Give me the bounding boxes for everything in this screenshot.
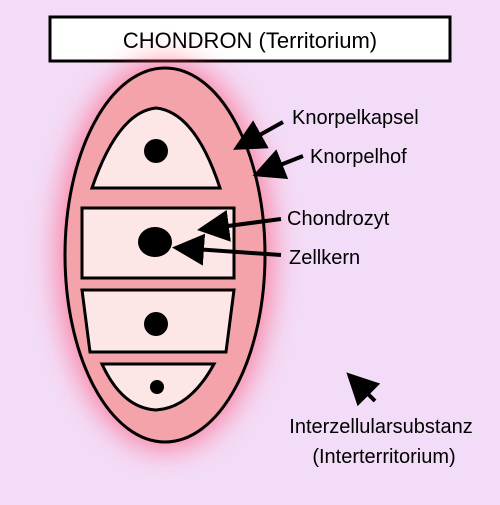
diagram-title: CHONDRON (Territorium) xyxy=(123,28,377,53)
arrow-halo xyxy=(252,149,304,180)
nucleus-2 xyxy=(138,227,172,257)
arrow-nucleus xyxy=(172,233,282,266)
nucleus-4 xyxy=(150,380,164,394)
label-halo: Knorpelhof xyxy=(310,146,407,168)
label-chondrocyte: Chondrozyt xyxy=(287,208,390,230)
nucleus-3 xyxy=(144,312,168,336)
title-box xyxy=(48,15,452,63)
arrow-capsule xyxy=(233,120,284,150)
arrow-chondrocyte xyxy=(197,210,282,242)
nucleus-1 xyxy=(144,139,168,163)
arrow-matrix xyxy=(346,372,381,407)
label-nucleus: Zellkern xyxy=(289,247,360,269)
label-matrix-line2: (Interterritorium) xyxy=(312,446,455,468)
label-matrix-line1: Interzellularsubstanz xyxy=(289,416,472,438)
label-capsule: Knorpelkapsel xyxy=(292,107,419,129)
